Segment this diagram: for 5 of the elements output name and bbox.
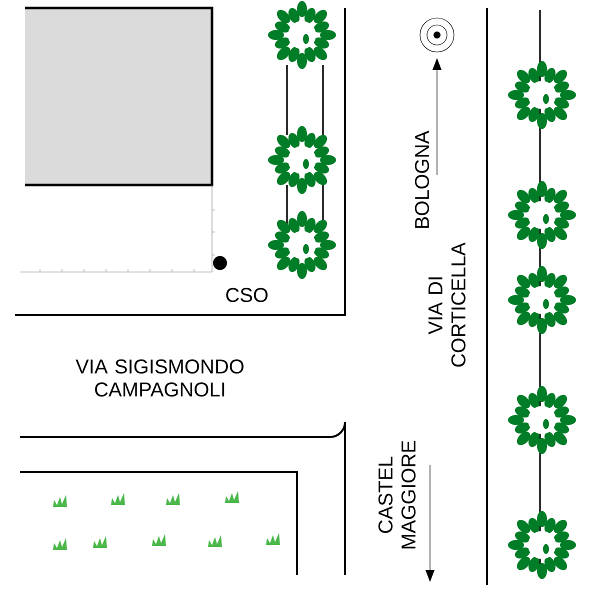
street-label: VIA SIGISMONDO CAMPAGNOLI xyxy=(76,359,244,397)
place-label: CSO xyxy=(226,288,268,302)
direction-label: CASTEL MAGGIORE xyxy=(378,440,416,548)
street-label: VIA DI CORTICELLA xyxy=(428,242,466,367)
direction-label: BOLOGNA xyxy=(414,130,430,228)
